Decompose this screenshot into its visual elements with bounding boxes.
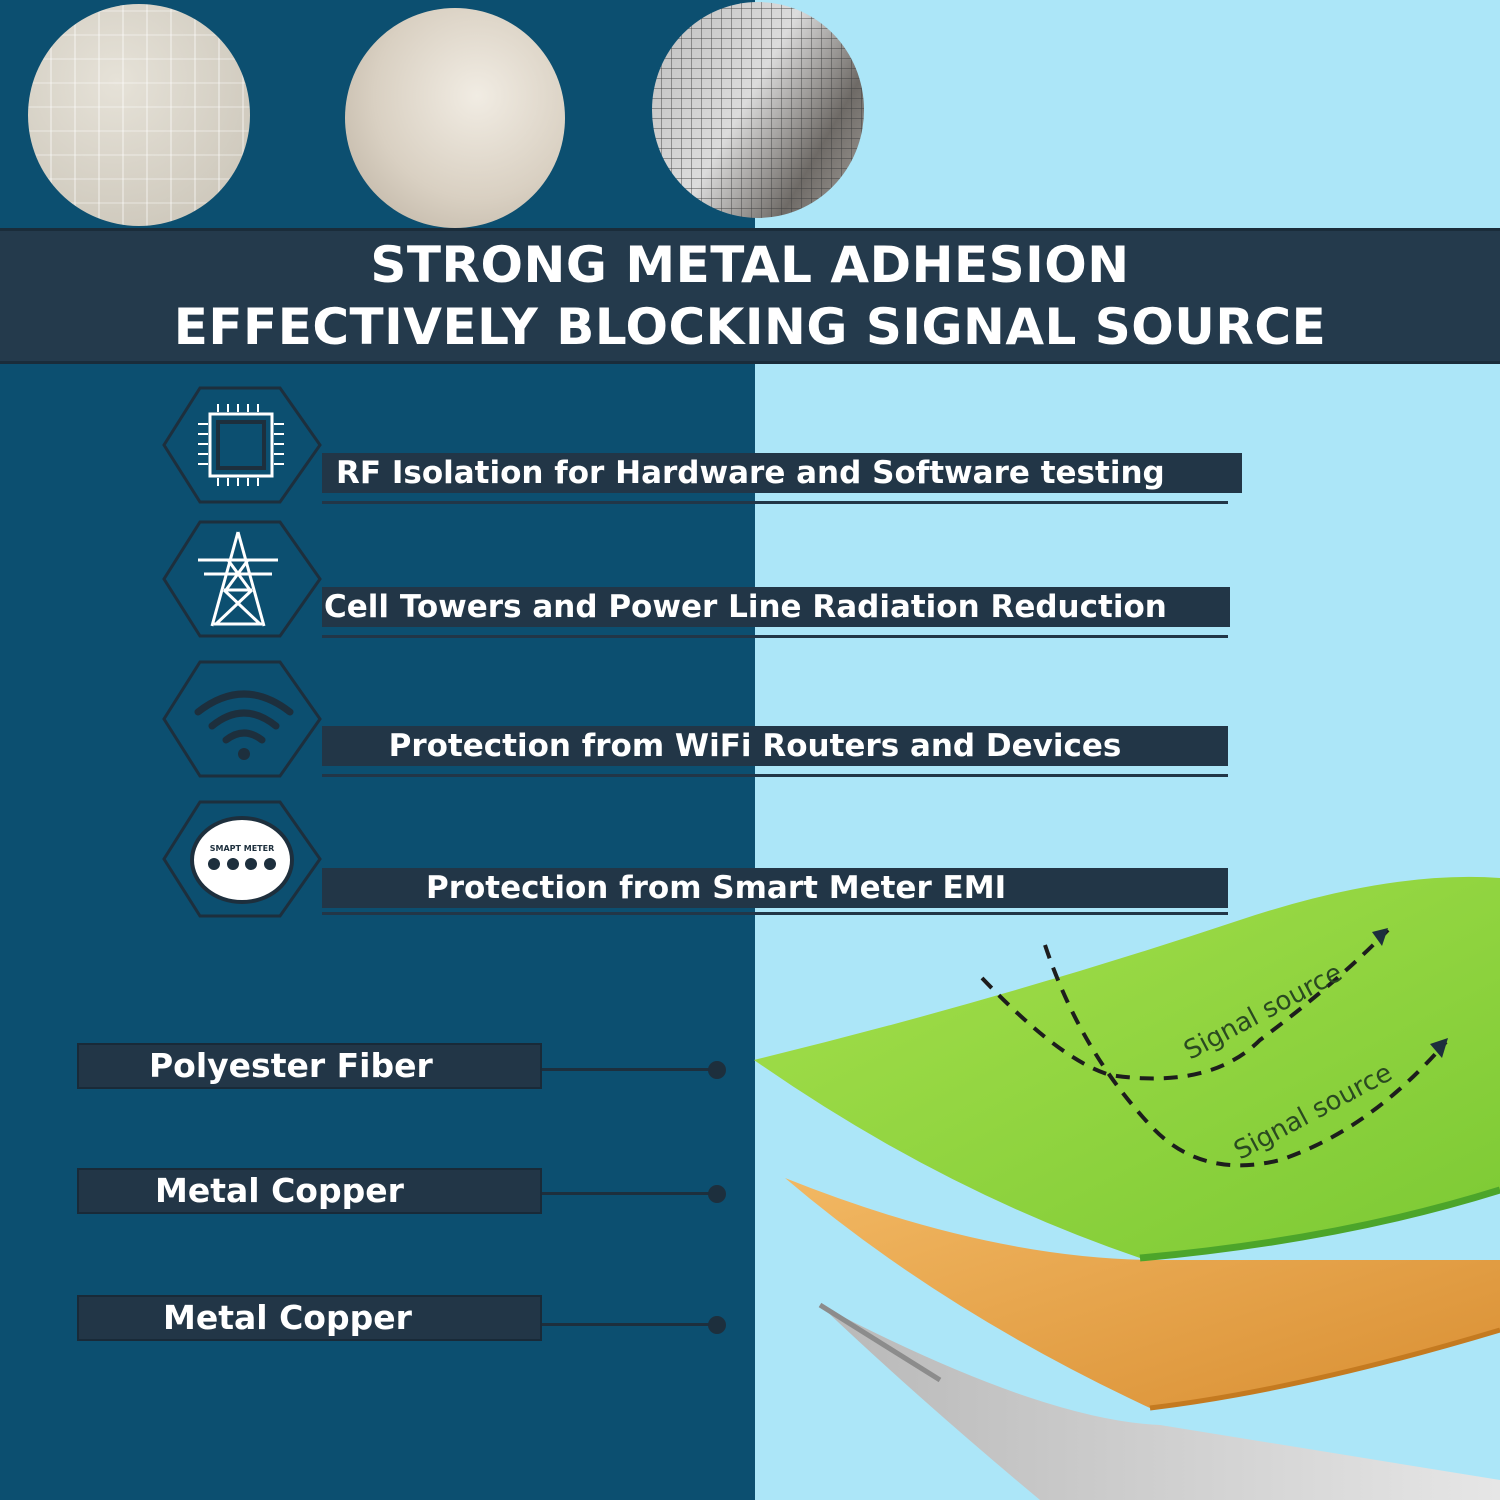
- chip-icon: [198, 404, 284, 486]
- layer-label-polyester: Polyester Fiber: [77, 1043, 542, 1089]
- copper-layer: [785, 1178, 1500, 1408]
- hexagon-frame: [162, 800, 322, 918]
- leader-dot: [708, 1185, 726, 1203]
- smart-meter-icon-label: SMAPT METER: [209, 844, 275, 853]
- wifi-icon: [194, 690, 294, 760]
- leader-line: [542, 1068, 717, 1071]
- fabric-swatch-photo: [28, 4, 250, 226]
- silver-layer: [820, 1305, 1500, 1500]
- feature-label: Protection from Smart Meter EMI: [322, 868, 1228, 908]
- feature-label: RF Isolation for Hardware and Software t…: [322, 453, 1242, 493]
- leader-dot: [708, 1061, 726, 1079]
- headline-line-1: STRONG METAL ADHESION: [370, 236, 1130, 294]
- leader-line: [542, 1323, 717, 1326]
- divider: [322, 912, 1228, 915]
- fabric-swatch-photo: [652, 2, 864, 218]
- divider: [322, 501, 1228, 504]
- hexagon-frame: [162, 386, 322, 504]
- power-tower-icon: [198, 531, 278, 627]
- layer-illustration: Signal source Signal source: [754, 876, 1500, 1500]
- headline-line-2: EFFECTIVELY BLOCKING SIGNAL SOURCE: [173, 298, 1327, 356]
- polyester-layer: [754, 876, 1500, 1258]
- divider: [322, 635, 1228, 638]
- layer-label-copper: Metal Copper: [77, 1295, 542, 1341]
- smart-meter-icon: SMAPT METER: [190, 816, 294, 904]
- layer-label-copper: Metal Copper: [77, 1168, 542, 1214]
- hexagon-frame: [162, 660, 322, 778]
- leader-dot: [708, 1316, 726, 1334]
- feature-label: Cell Towers and Power Line Radiation Red…: [322, 587, 1230, 627]
- hexagon-frame: [162, 520, 322, 638]
- title-band: STRONG METAL ADHESION EFFECTIVELY BLOCKI…: [0, 228, 1500, 364]
- meter-dials: [208, 858, 276, 870]
- leader-line: [542, 1192, 717, 1195]
- fabric-swatch-photo: [345, 8, 565, 228]
- feature-label: Protection from WiFi Routers and Devices: [322, 726, 1228, 766]
- divider: [322, 774, 1228, 777]
